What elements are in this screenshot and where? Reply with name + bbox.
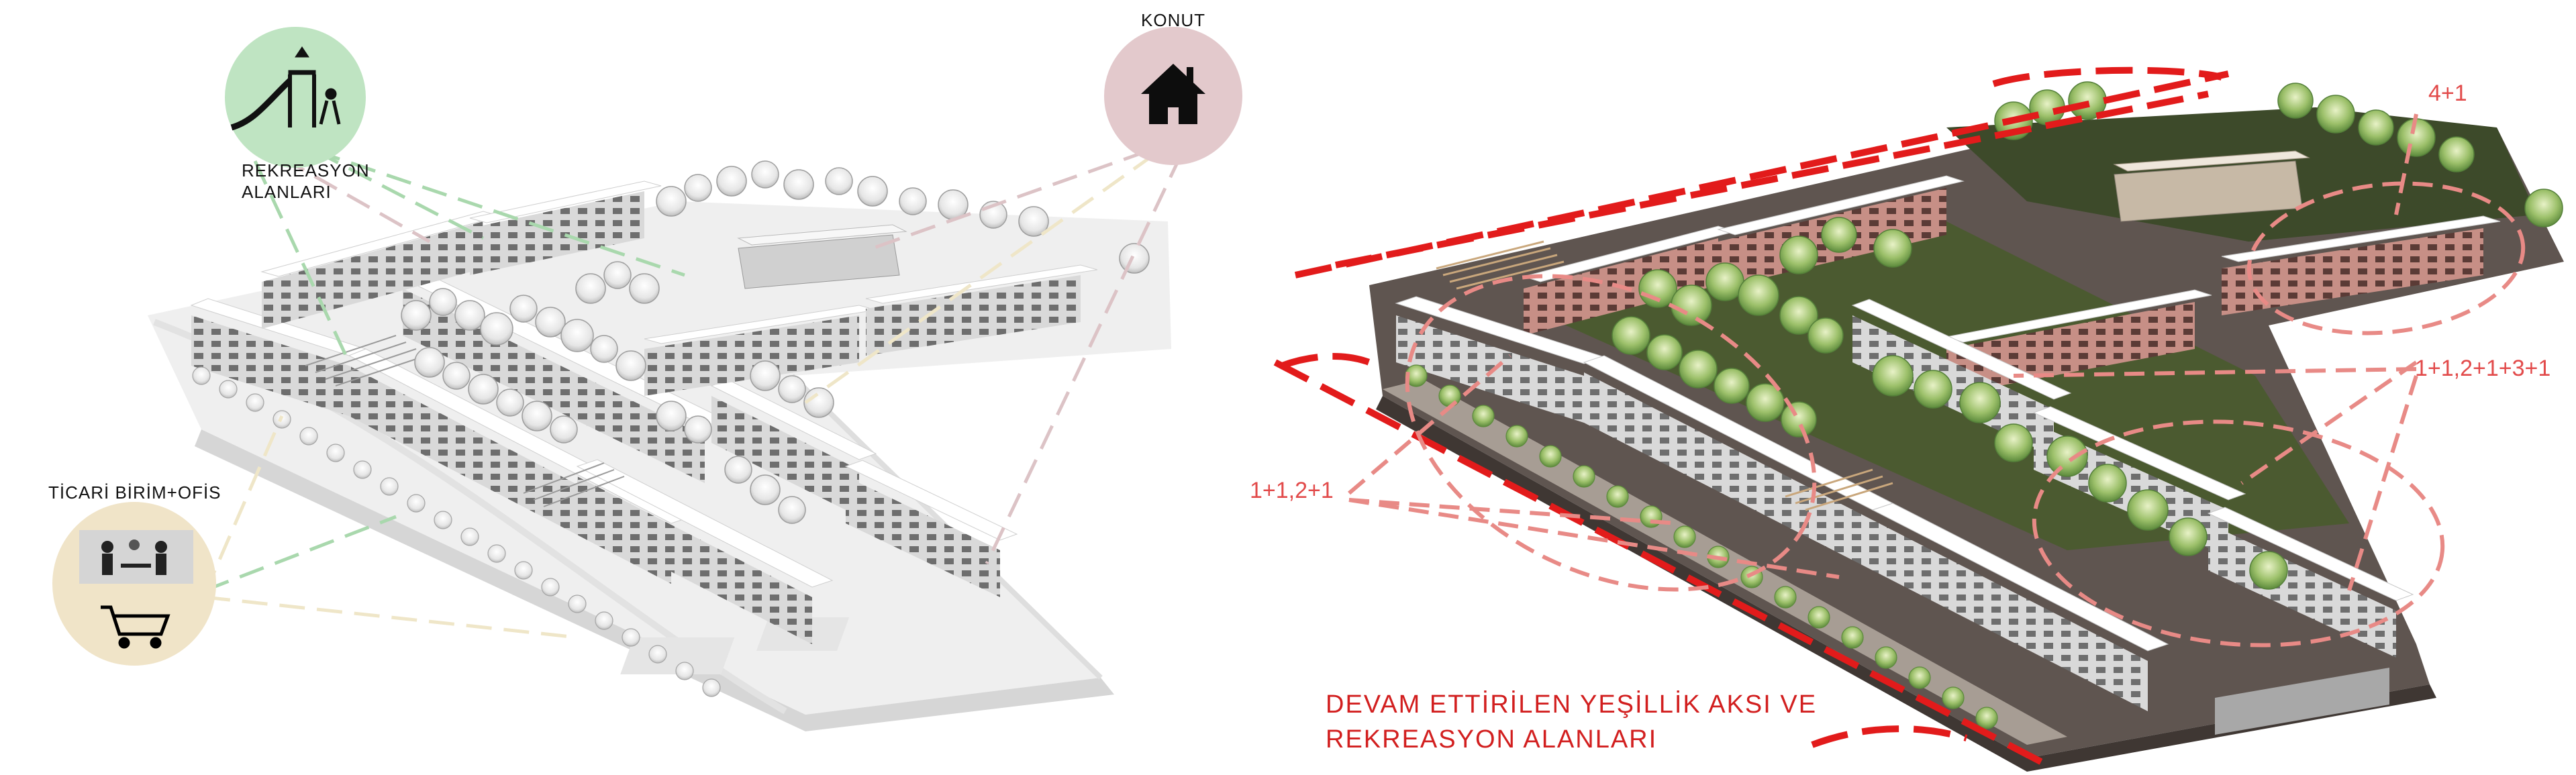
recreation-label-line1: REKREASYON bbox=[242, 160, 362, 181]
housing-label: KONUT bbox=[1141, 9, 1205, 31]
unit-type-left: 1+1,2+1 bbox=[1250, 478, 1334, 504]
meeting-people-icon bbox=[79, 530, 193, 584]
green-axis-label-line1: DEVAM ETTİRİLEN YEŞİLLİK AKSI VE bbox=[1326, 687, 1817, 722]
unit-type-middle-right: 1+1,2+1+3+1 bbox=[2415, 356, 2550, 382]
unit-type-top: 4+1 bbox=[2428, 81, 2467, 107]
green-axis-label: DEVAM ETTİRİLEN YEŞİLLİK AKSI VE REKREAS… bbox=[1326, 687, 1817, 757]
green-axis-label-line2: REKREASYON ALANLARI bbox=[1326, 722, 1817, 757]
left-site-model bbox=[148, 161, 1171, 731]
recreation-label-line2: ALANLARI bbox=[242, 181, 362, 203]
recreation-label: REKREASYON ALANLARI bbox=[242, 160, 362, 203]
commercial-label: TİCARİ BİRİM+OFİS bbox=[48, 482, 221, 503]
recreation-circle bbox=[225, 27, 366, 168]
